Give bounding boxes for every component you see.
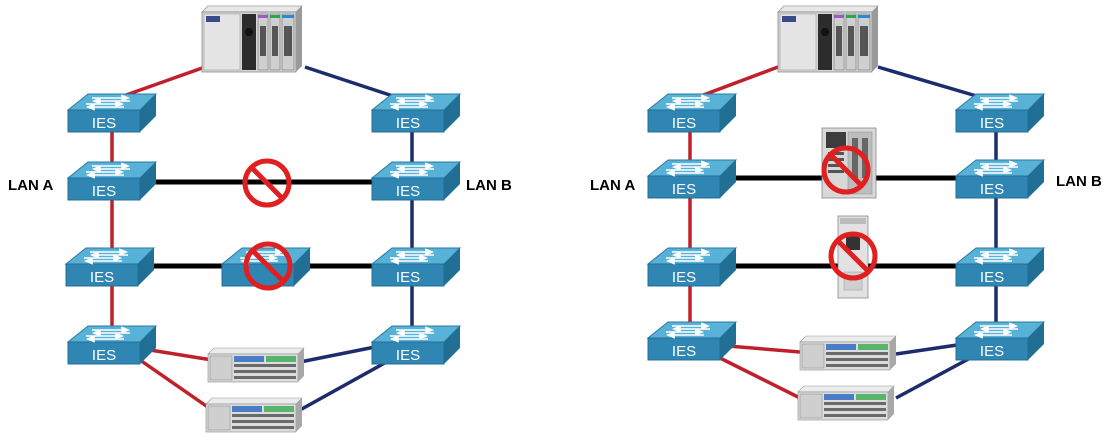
lan-a-label: LAN A	[8, 177, 53, 194]
switch-label: IES	[672, 115, 696, 132]
right-switch-a1: IES	[647, 93, 737, 133]
left-switch-a3: IES	[65, 247, 155, 287]
right-diagram: IES IES IES IES IES IES IES IES LAN A LA	[590, 5, 1102, 421]
left-diagram: IES IES IES IES IES IES IES IES LAN A LA…	[8, 5, 512, 433]
lan-b-io-link-1	[299, 344, 381, 364]
right-switch-b3: IES	[955, 247, 1045, 287]
switch-label: IES	[92, 115, 116, 132]
left-switch-b1: IES	[371, 93, 461, 133]
switch-label: IES	[90, 269, 114, 286]
switch-label: IES	[396, 183, 420, 200]
switch-label: IES	[396, 269, 420, 286]
controller-chassis-icon	[777, 5, 879, 73]
left-switch-a1: IES	[67, 93, 157, 133]
switch-label: IES	[672, 181, 696, 198]
right-switch-b4: IES	[955, 321, 1045, 361]
io-module-icon	[797, 385, 895, 421]
io-module-icon	[207, 347, 305, 383]
lan-b-uplink	[877, 65, 991, 102]
switch-label: IES	[980, 343, 1004, 360]
left-switch-b2: IES	[371, 161, 461, 201]
right-switch-a4: IES	[647, 321, 737, 361]
left-switch-b4: IES	[371, 325, 461, 365]
left-switch-b3: IES	[371, 247, 461, 287]
lan-b-io-link-2	[299, 358, 391, 412]
right-switch-a2: IES	[647, 159, 737, 199]
lan-a-io-link-2	[715, 354, 801, 400]
switch-label: IES	[980, 269, 1004, 286]
switch-label: IES	[396, 347, 420, 364]
io-module-icon	[205, 397, 303, 433]
switch-label: IES	[92, 183, 116, 200]
right-switch-b2: IES	[955, 159, 1045, 199]
io-module-icon	[799, 335, 897, 371]
right-switch-b1: IES	[955, 93, 1045, 133]
lan-a-io-link-2	[139, 358, 213, 412]
controller-chassis-icon	[201, 5, 303, 73]
left-switch-a4: IES	[67, 325, 157, 365]
switch-label: IES	[980, 115, 1004, 132]
lan-a-io-link-1	[149, 348, 213, 362]
switch-label: IES	[672, 269, 696, 286]
right-switch-a3: IES	[647, 247, 737, 287]
lan-b-io-link-1	[895, 342, 965, 356]
tap-device-icon	[837, 215, 869, 299]
lan-b-io-link-2	[895, 354, 975, 400]
lan-b-label: LAN B	[1056, 173, 1102, 190]
switch-label: IES	[980, 181, 1004, 198]
switch-label: IES	[396, 115, 420, 132]
switch-label: IES	[672, 343, 696, 360]
lan-a-label: LAN A	[590, 177, 635, 194]
bridge-device-icon	[821, 127, 877, 199]
lan-a-io-link-1	[727, 344, 801, 354]
lan-b-uplink	[304, 65, 406, 102]
switch-label: IES	[92, 347, 116, 364]
lan-b-label: LAN B	[466, 177, 512, 194]
left-switch-a2: IES	[67, 161, 157, 201]
